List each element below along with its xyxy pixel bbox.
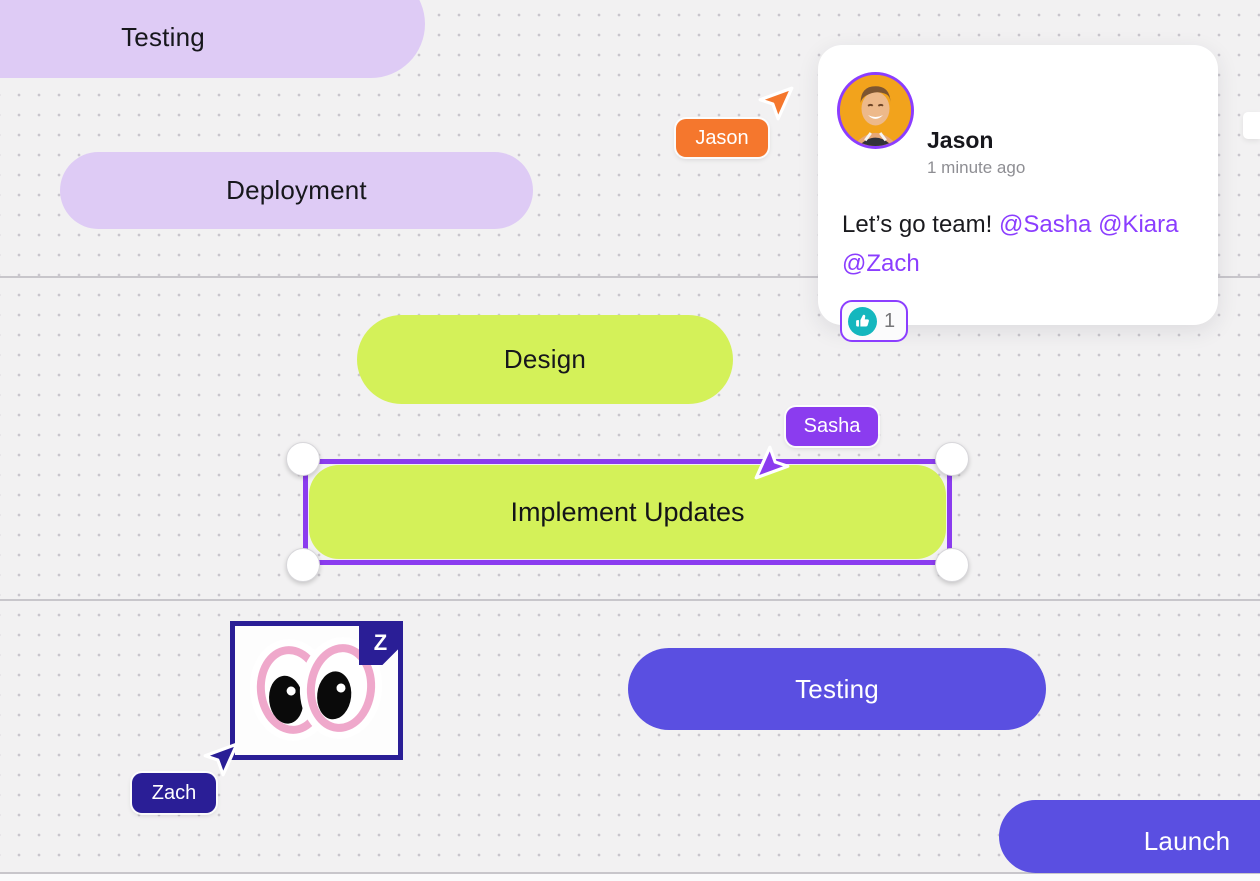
comment-message-text: Let’s go team! bbox=[842, 211, 999, 238]
zach-cursor-name: Zach bbox=[151, 781, 197, 804]
comment-author: Jason bbox=[927, 127, 994, 153]
pill-deployment-label: Deployment bbox=[226, 175, 367, 205]
comment-timestamp: 1 minute ago bbox=[927, 158, 1026, 177]
zach-cursor-label: Zach bbox=[132, 773, 216, 813]
sasha-cursor-label: Sasha bbox=[786, 407, 878, 446]
pill-implement-updates[interactable]: Implement Updates bbox=[309, 465, 946, 559]
pill-deployment[interactable]: Deployment bbox=[60, 152, 533, 229]
selection-handle-top-right[interactable] bbox=[935, 442, 969, 476]
pill-testing-bottom-label: Testing bbox=[795, 673, 879, 704]
sticker-badge-letter: Z bbox=[373, 629, 388, 655]
jason-cursor-icon bbox=[758, 86, 794, 121]
sticker-owner-badge: Z bbox=[359, 626, 398, 665]
sasha-cursor-icon bbox=[754, 445, 790, 480]
thumbs-up-icon bbox=[848, 306, 877, 336]
pill-launch[interactable]: Launch bbox=[999, 800, 1260, 873]
lane-divider bbox=[0, 276, 1260, 278]
sasha-cursor-name: Sasha bbox=[803, 415, 861, 437]
jason-cursor-label: Jason bbox=[676, 119, 768, 157]
reaction-count: 1 bbox=[884, 309, 896, 332]
lane-divider bbox=[0, 599, 1260, 601]
pill-implement-updates-label: Implement Updates bbox=[510, 496, 745, 527]
sticker-selection-box[interactable]: Z bbox=[230, 621, 403, 760]
zach-cursor-icon bbox=[203, 742, 239, 777]
reaction-button[interactable]: 1 bbox=[840, 300, 908, 342]
pill-design-label: Design bbox=[503, 344, 587, 374]
lane-divider bbox=[0, 872, 1260, 874]
pill-testing-top-label: Testing bbox=[121, 21, 205, 52]
selection-handle-bottom-left[interactable] bbox=[286, 548, 320, 582]
comment-card[interactable]: Jason 1 minute ago Let’s go team! @Sasha… bbox=[818, 45, 1218, 342]
comment-mentions[interactable]: @Sasha @Kiara @Zach bbox=[842, 211, 1179, 277]
pill-testing-top[interactable]: Testing bbox=[0, 0, 425, 78]
selection-box-implement-updates[interactable]: Implement Updates bbox=[286, 442, 969, 582]
googly-eyes-sticker[interactable] bbox=[239, 628, 391, 752]
avatar bbox=[837, 72, 914, 149]
pill-testing-bottom[interactable]: Testing bbox=[628, 648, 1046, 730]
jason-cursor-name: Jason bbox=[695, 126, 749, 149]
bottom-lane bbox=[0, 874, 1260, 881]
pill-launch-label: Launch bbox=[1143, 826, 1231, 856]
selection-handle-top-left[interactable] bbox=[286, 442, 320, 476]
pill-design[interactable]: Design bbox=[357, 315, 733, 404]
comment-message: Let’s go team! @Sasha @Kiara @Zach bbox=[842, 205, 1192, 283]
selection-handle-bottom-right[interactable] bbox=[935, 548, 969, 582]
avatar-illustration bbox=[840, 75, 911, 146]
offscreen-element-edge[interactable] bbox=[1243, 112, 1260, 139]
